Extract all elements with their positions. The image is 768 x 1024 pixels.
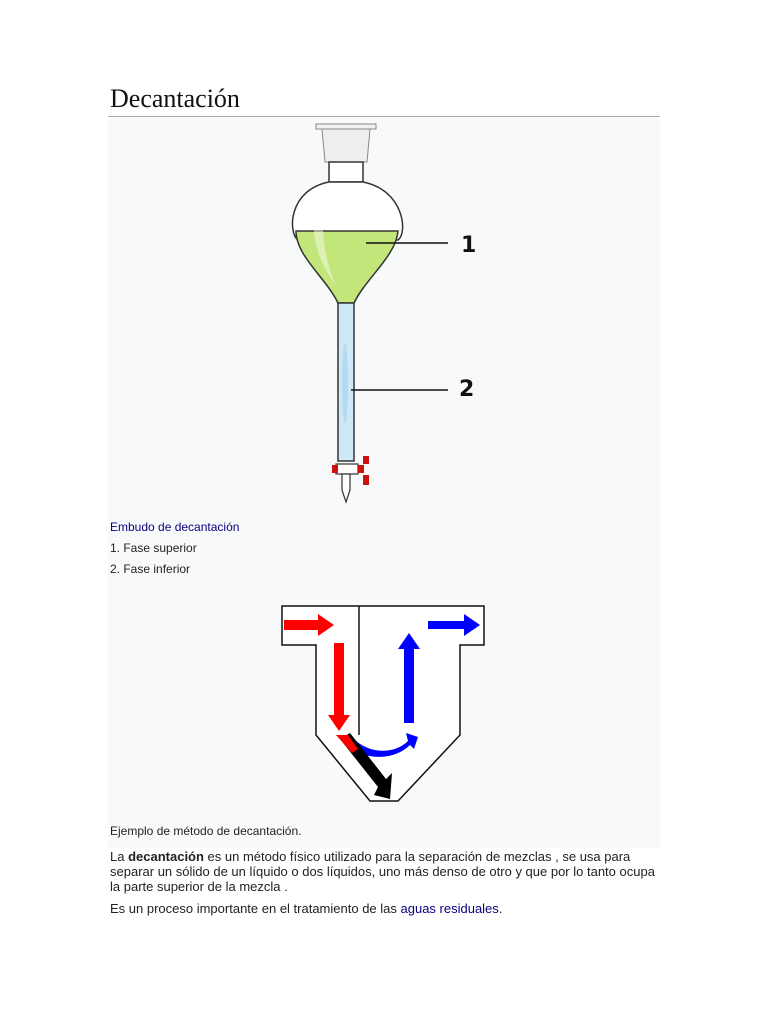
p2-suffix: . xyxy=(498,901,503,916)
figure2-caption: Ejemplo de método de decantación. xyxy=(110,824,302,838)
glass-reflection xyxy=(313,190,336,286)
p1-bold-term: decantación xyxy=(128,849,204,864)
page-title: Decantación xyxy=(110,84,240,113)
figure1-caption-item-1: 1. Fase superior xyxy=(110,541,197,555)
separatory-funnel-image: 1 2 xyxy=(291,123,476,504)
p2-prefix: Es un proceso importante en el tratamien… xyxy=(110,901,401,916)
sediment-arrow-tip xyxy=(336,735,358,753)
stem-reflection xyxy=(342,343,348,423)
aguas-residuales-link[interactable]: aguas residuales xyxy=(400,901,499,916)
settling-tank xyxy=(281,605,485,802)
funnel-tip xyxy=(341,473,351,504)
figure1-caption-link[interactable]: Embudo de decantación xyxy=(110,520,240,534)
intro-paragraph: La decantación es un método físico utili… xyxy=(110,849,660,894)
decantation-method-image xyxy=(281,605,485,802)
p1-text: es un método físico utilizado para la se… xyxy=(110,849,655,894)
funnel-bulb-top xyxy=(291,181,404,241)
title-divider xyxy=(108,116,660,117)
label-1: 1 xyxy=(461,233,476,258)
downflow-arrow xyxy=(328,643,350,731)
figure1-caption-item-2: 2. Fase inferior xyxy=(110,562,191,576)
p1-prefix: La xyxy=(110,849,129,864)
upflow-arrow xyxy=(398,633,420,723)
upflow-curve-arrow xyxy=(352,733,418,757)
funnel-neck xyxy=(328,161,364,183)
inflow-arrow xyxy=(284,614,334,636)
upper-phase-liquid xyxy=(295,230,399,304)
label-2: 2 xyxy=(459,377,474,402)
wastewater-paragraph: Es un proceso importante en el tratamien… xyxy=(110,901,660,916)
outflow-arrow xyxy=(428,614,480,636)
funnel-stopper xyxy=(321,128,371,163)
funnel-stopper-cap xyxy=(315,123,377,130)
